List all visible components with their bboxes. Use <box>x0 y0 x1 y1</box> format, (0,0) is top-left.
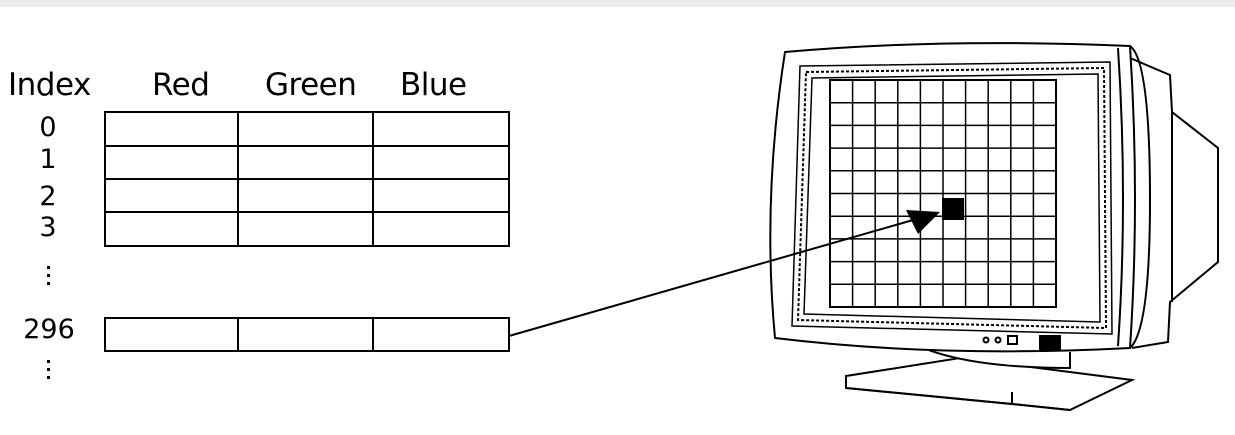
highlighted-pixel <box>942 198 964 220</box>
row-296-frame <box>105 318 509 351</box>
color-table <box>105 112 509 246</box>
crt-monitor-icon <box>770 43 1218 410</box>
table-row-296 <box>105 318 509 351</box>
